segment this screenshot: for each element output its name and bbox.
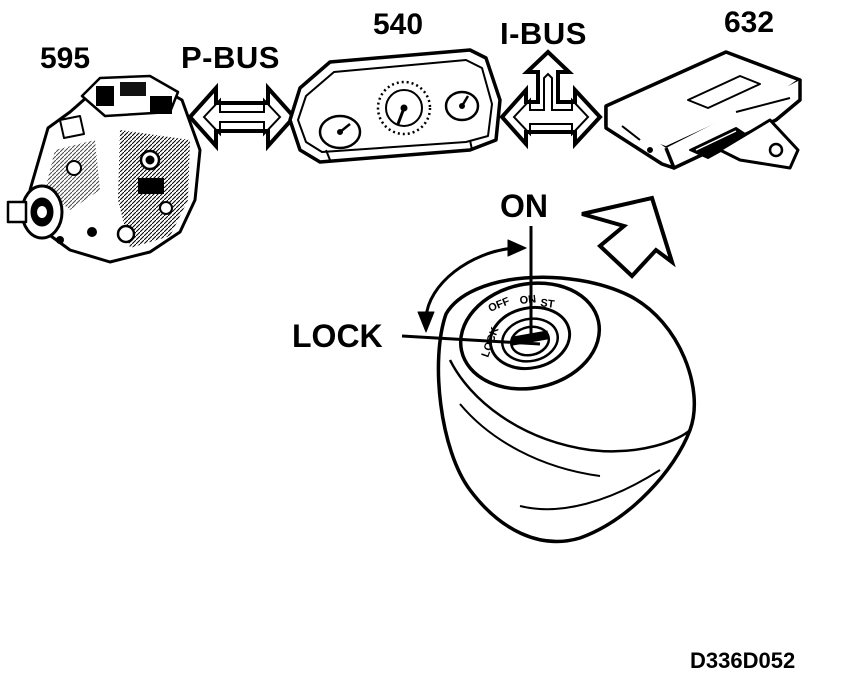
fuel-injection-pump-icon — [6, 74, 202, 264]
on-position-label: ON — [500, 188, 548, 224]
pump-number-label: 595 — [40, 42, 91, 75]
p-bus-label: P-BUS — [181, 40, 280, 75]
lock-position-label: LOCK — [292, 318, 383, 354]
ignition-switch-icon: LOCK OFF ON ST — [401, 226, 697, 544]
dial-st: ST — [540, 297, 556, 311]
cluster-number-label: 540 — [373, 8, 424, 41]
module-number-label: 632 — [724, 6, 775, 39]
p-bus-arrow — [187, 82, 297, 152]
instrument-cluster-icon — [288, 48, 502, 164]
figure-reference-code: D336D052 — [690, 648, 796, 673]
dial-on: ON — [519, 293, 537, 307]
i-bus-label: I-BUS — [500, 16, 587, 51]
on-direction-arrow — [581, 195, 676, 279]
control-module-icon — [604, 50, 802, 170]
